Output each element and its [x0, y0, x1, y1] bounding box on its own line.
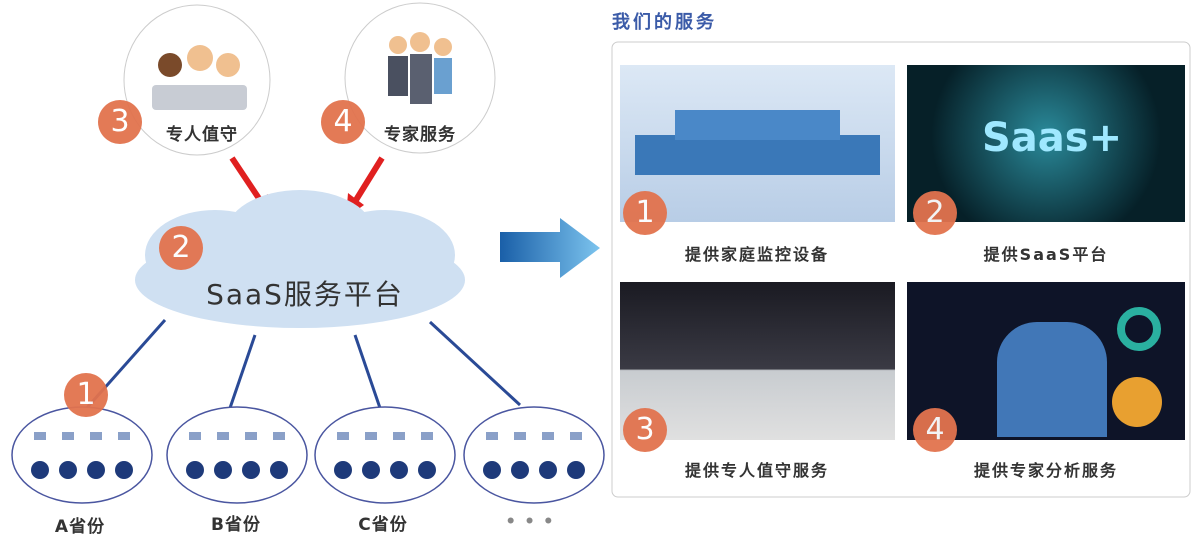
monitoring-room-image: [620, 282, 895, 440]
device-icon: [511, 461, 529, 479]
device-icon: [362, 461, 380, 479]
service-badge: 4: [913, 408, 957, 452]
device-icon: [186, 461, 204, 479]
device-icon: [334, 461, 352, 479]
role-label: 专家服务: [384, 125, 456, 145]
province-label: B省份: [211, 515, 261, 535]
carrier-logo-icon: [570, 432, 582, 440]
saas-logo: Saas+: [982, 115, 1123, 161]
device-icon: [567, 461, 585, 479]
carrier-logo-icon: [514, 432, 526, 440]
carrier-logo-icon: [34, 432, 46, 440]
carrier-logo-icon: [393, 432, 405, 440]
badge-2: 2: [159, 226, 203, 270]
service-badge: 3: [623, 408, 667, 452]
service-label: 提供家庭监控设备: [684, 245, 830, 264]
carrier-logo-icon: [189, 432, 201, 440]
device-icon: [115, 461, 133, 479]
device-icon: [31, 461, 49, 479]
saas-platform-image: Saas+: [907, 65, 1185, 222]
expert-analysis-image: [907, 282, 1185, 440]
role-label: 专人值守: [166, 125, 238, 145]
device-icon: [390, 461, 408, 479]
device-icon: [270, 461, 288, 479]
panel-title: 我们的服务: [612, 12, 717, 33]
province-circles: [11, 406, 605, 504]
monitor-device-image: [620, 65, 895, 222]
device-icon: [242, 461, 260, 479]
carrier-logo-icon: [62, 432, 74, 440]
device-icons: [31, 432, 585, 479]
service-label: 提供专家分析服务: [973, 461, 1119, 480]
badge-4: 4: [321, 100, 365, 144]
device-icon: [214, 461, 232, 479]
service-badge: 2: [913, 191, 957, 235]
carrier-logo-icon: [273, 432, 285, 440]
carrier-logo-icon: [337, 432, 349, 440]
platform-label: SaaS服务平台: [206, 278, 404, 311]
carrier-logo-icon: [486, 432, 498, 440]
device-icon: [87, 461, 105, 479]
carrier-logo-icon: [245, 432, 257, 440]
device-icon: [483, 461, 501, 479]
carrier-logo-icon: [90, 432, 102, 440]
expert-monitor-circle: [123, 4, 271, 156]
device-icon: [59, 461, 77, 479]
province-label: A省份: [54, 517, 106, 537]
badge-3: 3: [98, 100, 142, 144]
experts-icon: [388, 32, 452, 104]
device-icon: [418, 461, 436, 479]
service-label: 提供SaaS平台: [983, 245, 1109, 264]
carrier-logo-icon: [365, 432, 377, 440]
carrier-logo-icon: [421, 432, 433, 440]
more-provinces: • • •: [505, 512, 555, 532]
service-badge: 1: [623, 191, 667, 235]
carrier-logo-icon: [542, 432, 554, 440]
people-icon: [152, 45, 247, 110]
big-right-arrow: [500, 218, 600, 278]
connection-lines: [83, 319, 522, 411]
service-label: 提供专人值守服务: [684, 461, 830, 480]
device-icon: [539, 461, 557, 479]
badge-1: 1: [64, 373, 108, 417]
carrier-logo-icon: [217, 432, 229, 440]
carrier-logo-icon: [118, 432, 130, 440]
province-label: C省份: [358, 515, 408, 535]
